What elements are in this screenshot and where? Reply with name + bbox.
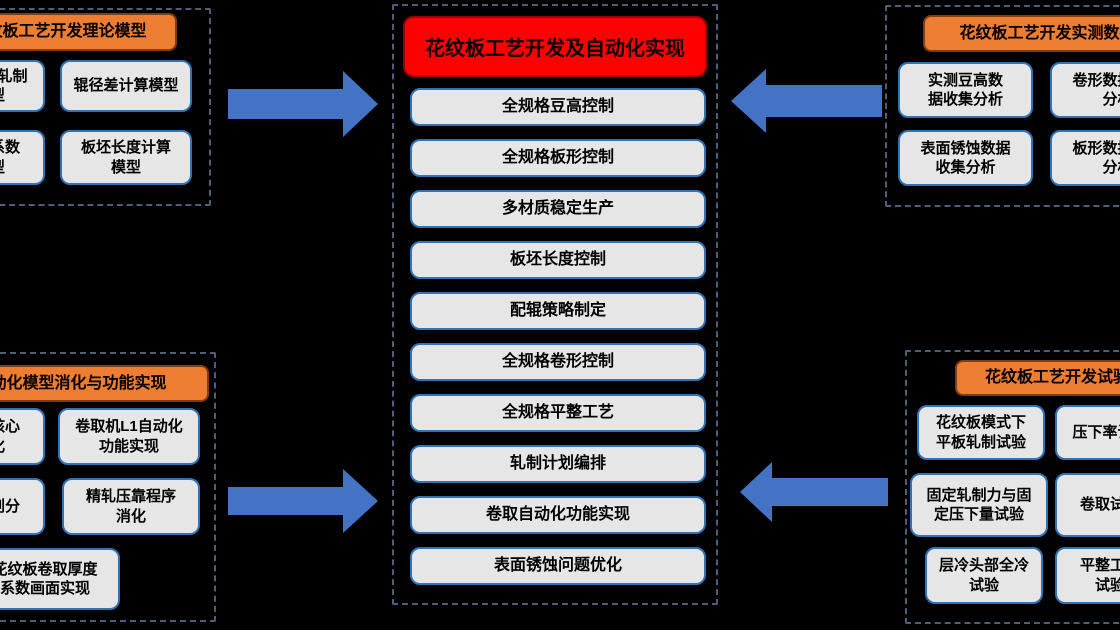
bottom-right-item-1: 压下率试验: [1055, 405, 1120, 460]
top-left-group-frame: [0, 8, 211, 206]
bottom-right-item-4: 层冷头部全冷 试验: [925, 547, 1043, 604]
bottom-right-item-2: 固定轧制力与固 定压下量试验: [910, 473, 1048, 537]
bottom-right-group-frame: [905, 350, 1120, 624]
bottom-left-group-title: 自动化模型消化与功能实现: [0, 365, 209, 402]
bottom-left-item-1: 卷取机L1自动化 功能实现: [58, 408, 200, 465]
arrow-right-icon: [228, 469, 378, 533]
bottom-right-item-3: 卷取试验: [1055, 473, 1120, 537]
top-right-item-1: 卷形数据收集 分析: [1050, 62, 1120, 118]
center-item-2: 多材质稳定生产: [410, 190, 706, 228]
arrow-left-icon: [731, 69, 882, 133]
bottom-right-group-title: 花纹板工艺开发试验: [955, 360, 1120, 396]
bottom-left-item-0: 模型核心 消化: [0, 408, 45, 465]
center-item-6: 全规格平整工艺: [410, 394, 706, 432]
top-left-item-2: 宽展系数 模型: [0, 130, 45, 185]
top-right-group-frame: [885, 5, 1120, 207]
top-left-item-0: 花纹板轧制 模型: [0, 60, 45, 112]
center-item-4: 配辊策略制定: [410, 292, 706, 330]
center-item-8: 卷取自动化功能实现: [410, 496, 706, 534]
center-item-0: 全规格豆高控制: [410, 88, 706, 126]
bottom-left-item-4: 花纹板卷取厚度 系数画面实现: [0, 548, 120, 610]
center-group-frame: [392, 4, 718, 605]
center-item-9: 表面锈蚀问题优化: [410, 547, 706, 585]
top-right-item-3: 板形数据收集 分析: [1050, 130, 1120, 186]
top-right-group-title: 花纹板工艺开发实测数据: [923, 15, 1120, 52]
arrow-right-icon: [228, 71, 378, 137]
center-item-7: 轧制计划编排: [410, 445, 706, 483]
bottom-right-item-5: 平整工艺 试验: [1055, 547, 1120, 604]
bottom-right-item-0: 花纹板模式下 平板轧制试验: [917, 405, 1045, 460]
top-right-item-0: 实测豆高数 据收集分析: [898, 62, 1033, 118]
center-group-title: 花纹板工艺开发及自动化实现: [403, 16, 707, 77]
top-left-group-title: 花纹板工艺开发理论模型: [0, 13, 177, 51]
bottom-left-item-3: 精轧压靠程序 消化: [62, 478, 200, 535]
center-item-3: 板坯长度控制: [410, 241, 706, 279]
top-right-item-2: 表面锈蚀数据 收集分析: [898, 130, 1033, 186]
center-item-5: 全规格卷形控制: [410, 343, 706, 381]
arrow-left-icon: [740, 462, 888, 522]
bottom-left-group-frame: [0, 352, 216, 622]
bottom-left-item-2: 负荷划分: [0, 478, 45, 535]
top-left-item-1: 辊径差计算模型: [60, 60, 192, 112]
center-item-1: 全规格板形控制: [410, 139, 706, 177]
top-left-item-3: 板坯长度计算 模型: [60, 130, 192, 185]
